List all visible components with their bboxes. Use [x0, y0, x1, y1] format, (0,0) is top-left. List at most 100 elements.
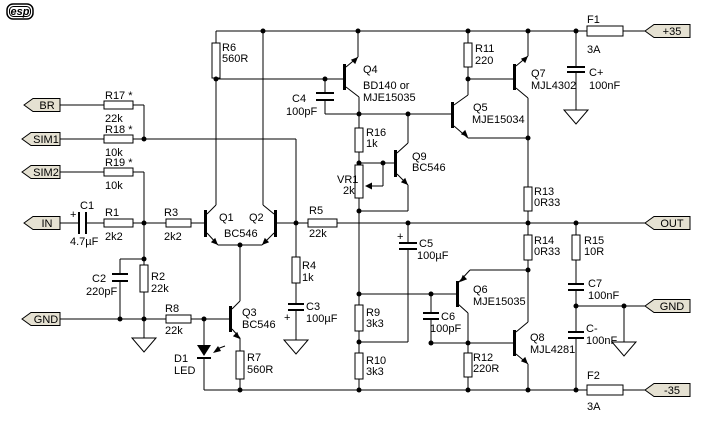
- q4-bar: [343, 64, 346, 90]
- c3-val: 100µF: [306, 313, 338, 325]
- r5-ref: R5: [309, 205, 323, 217]
- r2-val: 22k: [151, 283, 169, 295]
- c4-ref: C4: [292, 93, 306, 105]
- c7-val: 100nF: [588, 290, 619, 302]
- q4-ref: Q4: [363, 64, 378, 76]
- tag-in-label: IN: [42, 218, 53, 230]
- r10-val: 3k3: [366, 366, 384, 378]
- r12-ref: R12: [473, 352, 493, 364]
- tag-out-label: OUT: [660, 218, 684, 230]
- fuse-f1: [586, 25, 624, 37]
- c5-ref: C5: [419, 238, 433, 250]
- f2-val: 3A: [587, 401, 601, 413]
- c3-plus: +: [284, 312, 290, 324]
- r7-ref: R7: [247, 352, 261, 364]
- tag-gnd-left: [21, 312, 61, 326]
- r8-ref: R8: [165, 303, 179, 315]
- resistor-r18: [103, 134, 134, 144]
- q8-ref: Q8: [530, 332, 545, 344]
- q6-bar: [456, 281, 459, 307]
- resistor-r13: [523, 186, 533, 212]
- r5-val: 22k: [309, 228, 327, 240]
- c2-ref: C2: [92, 273, 106, 285]
- r13-val: 0R33: [534, 197, 560, 209]
- resistor-r5: [307, 218, 338, 228]
- tag-sim2: [21, 165, 61, 179]
- q6-val: MJE15035: [473, 296, 526, 308]
- r16-ref: R16: [366, 127, 386, 139]
- r19-ref: R19 *: [105, 157, 133, 169]
- r19-val: 10k: [105, 180, 123, 192]
- esp-logo-text: esp: [11, 6, 30, 18]
- io-tags: BR SIM1 SIM2 IN GND +35 OUT GND -35: [21, 24, 691, 397]
- c5-val: 100µF: [417, 250, 449, 262]
- q3-bar: [229, 306, 232, 332]
- r11-ref: R11: [475, 43, 494, 55]
- c4-val: 100pF: [286, 106, 317, 118]
- tag-minus35: [644, 383, 691, 397]
- f2-ref: F2: [587, 370, 600, 382]
- resistor-r15: [571, 234, 581, 261]
- q2-bar: [274, 210, 277, 237]
- resistor-r16: [354, 127, 364, 153]
- esp-logo: esp: [6, 3, 34, 20]
- led-light-arrow: [213, 346, 221, 353]
- r18-val: 10k: [105, 147, 123, 159]
- q2-ref: Q2: [249, 212, 264, 224]
- q9-bar: [394, 150, 397, 177]
- tag-gnd-left-label: GND: [34, 314, 59, 326]
- tag-br-label: BR: [39, 100, 54, 112]
- r17-ref: R17 *: [105, 90, 133, 102]
- r9-val: 3k3: [366, 318, 384, 330]
- c1-val: 4.7µF: [70, 236, 99, 248]
- r17-val: 22k: [105, 113, 123, 125]
- q1-ref: Q1: [219, 212, 234, 224]
- tag-sim1: [21, 132, 61, 146]
- r12-val: 220R: [473, 363, 499, 375]
- fuses: [586, 25, 624, 396]
- r4-ref: R4: [302, 260, 316, 272]
- r16-val: 1k: [366, 138, 378, 150]
- tag-gnd-right: [644, 299, 691, 313]
- r4-val: 1k: [302, 272, 314, 284]
- q7-val: MJL4302: [531, 80, 576, 92]
- q3-val: BC546: [242, 319, 276, 331]
- resistor-r2: [139, 264, 149, 293]
- ground-icon: [610, 341, 638, 357]
- tag-gnd-right-label: GND: [660, 301, 685, 313]
- tag-in: [23, 216, 61, 230]
- d1-ref: D1: [174, 353, 188, 365]
- q3-ref: Q3: [242, 307, 257, 319]
- resistor-r6: [211, 42, 221, 79]
- r14-ref: R14: [534, 235, 554, 247]
- q5-ref: Q5: [473, 102, 488, 114]
- q7-ref: Q7: [531, 68, 546, 80]
- q1-bar: [204, 210, 207, 237]
- q9-ref: Q9: [412, 151, 427, 163]
- r14-val: 0R33: [534, 246, 560, 258]
- transistor-bars: [204, 64, 516, 356]
- q6-ref: Q6: [473, 284, 488, 296]
- vr1-wiper-arrow: [365, 182, 372, 190]
- resistor-r9: [354, 304, 364, 332]
- ground-icon: [130, 337, 158, 353]
- labels: R17 *22k R18 *10k R19 *10k + C14.7µF R12…: [70, 14, 620, 413]
- r3-ref: R3: [164, 207, 178, 219]
- resistor-r19: [103, 167, 134, 177]
- resistor-r10: [354, 352, 364, 380]
- tag-sim1-label: SIM1: [33, 134, 59, 146]
- resistor-r8: [165, 314, 192, 324]
- tag-sim2-label: SIM2: [33, 167, 59, 179]
- cminus-val: 100nF: [586, 335, 617, 347]
- q4-val1: BD140 or: [363, 80, 410, 92]
- junction-dots: [117, 28, 627, 393]
- c5-plus: +: [397, 231, 403, 243]
- emitter-arrows: [210, 56, 528, 364]
- ground-icon: [562, 109, 590, 125]
- q5-bar: [451, 102, 454, 128]
- q8-bar: [513, 330, 516, 356]
- r6-ref: R6: [222, 42, 236, 54]
- r10-ref: R10: [366, 355, 386, 367]
- resistor-r3: [165, 218, 192, 228]
